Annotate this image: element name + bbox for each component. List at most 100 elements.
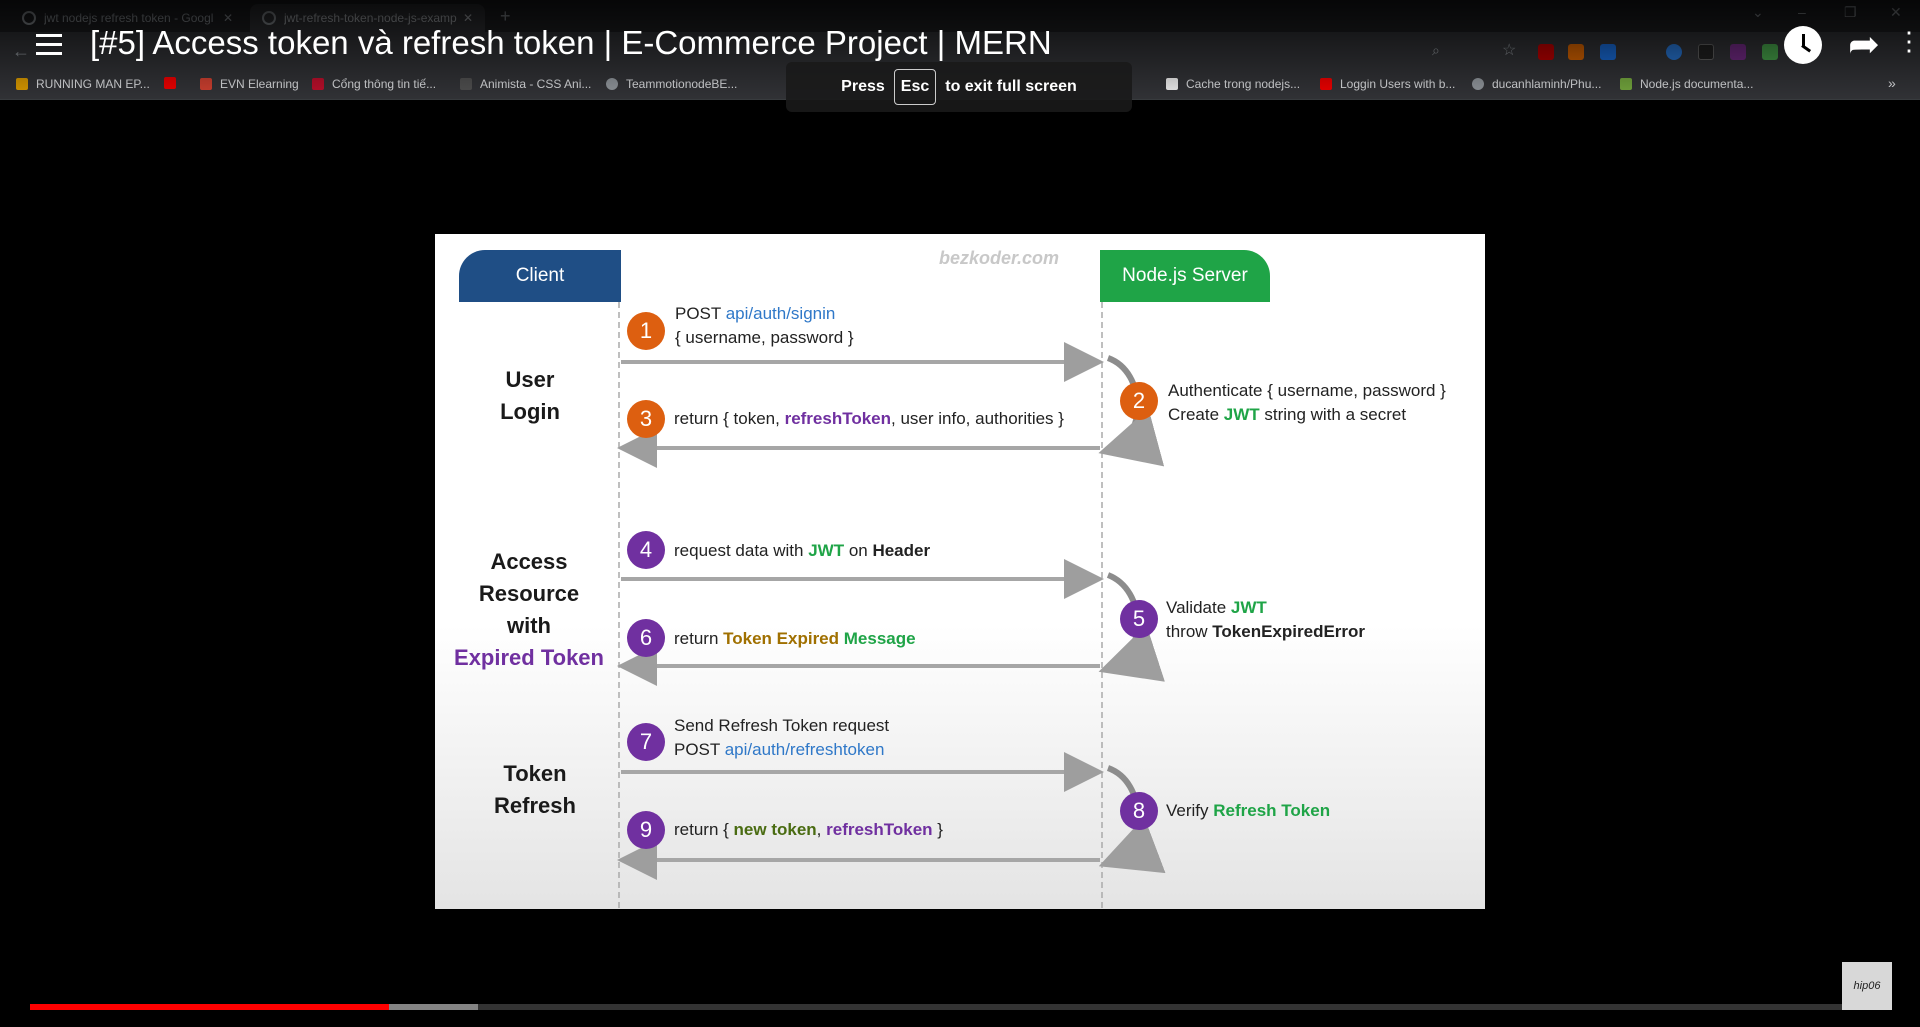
video-title[interactable]: [#5] Access token và refresh token | E-C… xyxy=(90,24,1052,61)
tab-title: jwt nodejs refresh token - Googl xyxy=(44,11,214,25)
msg-text: request data with xyxy=(674,541,809,560)
step-badge: 4 xyxy=(627,531,665,569)
msg-text: throw xyxy=(1166,622,1213,641)
phase-label: Resource xyxy=(478,581,580,606)
extension-icon[interactable] xyxy=(1568,44,1584,60)
bookmark-icon xyxy=(1620,78,1632,90)
step-badge: 8 xyxy=(1120,792,1158,830)
extension-icon[interactable] xyxy=(1600,44,1616,60)
phase-label: User xyxy=(505,367,555,392)
progress-played[interactable] xyxy=(30,1004,389,1010)
extension-icon[interactable] xyxy=(1762,44,1778,60)
esc-key: Esc xyxy=(893,69,937,105)
msg-text: Authenticate { username, password } xyxy=(1168,381,1446,400)
bookmark-item[interactable]: Loggin Users with b... xyxy=(1320,77,1455,91)
channel-watermark-logo[interactable]: hip06 xyxy=(1842,962,1892,1010)
tab-title: jwt-refresh-token-node-js-examp xyxy=(284,11,457,25)
bookmark-item[interactable]: Cổng thông tin tiế... xyxy=(312,77,436,91)
more-options-icon[interactable]: ⋮ xyxy=(1896,26,1920,56)
message-return-new-token: return { new token, refreshToken } xyxy=(674,818,943,842)
bookmark-item[interactable]: ducanhlaminh/Phu... xyxy=(1472,77,1601,91)
msg-text: { username, password } xyxy=(675,328,854,347)
step-badge: 2 xyxy=(1120,382,1158,420)
message-refresh-request: Send Refresh Token request POST api/auth… xyxy=(674,714,889,762)
phase-token-refresh: Token Refresh xyxy=(475,758,595,822)
bookmark-icon xyxy=(16,78,28,90)
tab-search-icon[interactable]: ⌄ xyxy=(1752,4,1764,20)
github-icon xyxy=(1472,78,1484,90)
message-signin: POST api/auth/signin { username, passwor… xyxy=(675,302,854,350)
bookmark-item[interactable]: RUNNING MAN EP... xyxy=(16,77,150,91)
video-frame-slide[interactable]: Client Node.js Server bezkoder.com User … xyxy=(435,234,1485,909)
back-icon[interactable]: ← xyxy=(12,41,30,61)
msg-keyword: Message xyxy=(843,629,916,648)
close-icon[interactable]: ✕ xyxy=(222,11,233,25)
phase-label: Token xyxy=(503,761,567,786)
bookmark-icon xyxy=(1166,78,1178,90)
msg-text: , xyxy=(816,820,827,839)
msg-text: Verify xyxy=(1166,801,1214,820)
extension-icon[interactable] xyxy=(1666,44,1682,60)
zoom-icon[interactable]: ⌕ xyxy=(1432,42,1440,58)
toast-rest: to exit full screen xyxy=(945,78,1077,95)
message-return-tokens: return { token, refreshToken, user info,… xyxy=(674,407,1064,431)
youtube-icon xyxy=(1320,78,1332,90)
msg-endpoint: api/auth/refreshtoken xyxy=(724,740,885,759)
msg-text: , user info, authorities } xyxy=(891,409,1064,428)
message-token-expired: return Token Expired Message xyxy=(674,627,916,651)
msg-keyword: TokenExpiredError xyxy=(1212,622,1366,641)
bookmark-item[interactable]: Node.js documenta... xyxy=(1620,77,1753,91)
msg-keyword: refreshToken xyxy=(826,820,933,839)
msg-keyword: Header xyxy=(872,541,931,560)
msg-text: Validate xyxy=(1166,598,1231,617)
msg-endpoint: api/auth/signin xyxy=(725,304,836,323)
restore-icon[interactable]: ❐ xyxy=(1844,4,1857,20)
bookmark-item[interactable]: Cache trong nodejs... xyxy=(1166,77,1300,91)
msg-text: Create xyxy=(1168,405,1224,424)
bookmark-item[interactable]: Animista - CSS Ani... xyxy=(460,77,591,91)
step-badge: 5 xyxy=(1120,600,1158,638)
msg-keyword: Token Expired xyxy=(723,629,844,648)
close-icon[interactable]: ✕ xyxy=(462,11,473,25)
bookmark-item[interactable]: EVN Elearning xyxy=(200,77,299,91)
adblock-icon[interactable] xyxy=(1538,44,1554,60)
google-icon xyxy=(22,11,36,25)
msg-text: string with a secret xyxy=(1259,405,1407,424)
step-badge: 9 xyxy=(627,811,665,849)
phase-access-resource: Access Resource with Expired Token xyxy=(449,546,609,674)
bookmark-icon xyxy=(312,78,324,90)
phase-user-login: User Login xyxy=(475,364,585,428)
step-badge: 7 xyxy=(627,723,665,761)
close-window-icon[interactable]: ✕ xyxy=(1890,4,1902,20)
msg-text: return { token, xyxy=(674,409,785,428)
step-badge: 1 xyxy=(627,312,665,350)
playlist-icon[interactable] xyxy=(36,34,64,60)
msg-keyword: JWT xyxy=(1230,598,1267,617)
bookmark-star-icon[interactable]: ☆ xyxy=(1502,42,1517,59)
share-icon[interactable]: ➦ xyxy=(1848,24,1880,66)
bookmark-item[interactable]: TeammotionodeBE... xyxy=(606,77,737,91)
msg-text: POST xyxy=(675,304,726,323)
fullscreen-exit-toast: Press Esc to exit full screen xyxy=(786,62,1132,112)
extension-icon[interactable] xyxy=(1698,44,1714,60)
extension-icon[interactable] xyxy=(1730,44,1746,60)
bookmark-icon xyxy=(200,78,212,90)
watch-later-icon[interactable] xyxy=(1784,26,1822,64)
progress-bar[interactable] xyxy=(30,1004,1890,1010)
watermark: bezkoder.com xyxy=(939,248,1060,268)
phase-label: Login xyxy=(500,399,560,424)
toast-press: Press xyxy=(841,78,885,95)
msg-text: POST xyxy=(674,740,725,759)
more-bookmarks-button[interactable]: » xyxy=(1888,75,1896,91)
message-verify: Verify Refresh Token xyxy=(1166,799,1330,823)
github-icon xyxy=(606,78,618,90)
bookmark-icon xyxy=(460,78,472,90)
msg-text: } xyxy=(932,820,943,839)
phase-label: Expired Token xyxy=(454,645,604,670)
minimize-icon[interactable]: – xyxy=(1798,4,1806,20)
msg-keyword: JWT xyxy=(1223,405,1260,424)
bookmark-item[interactable] xyxy=(164,77,184,89)
step-badge: 6 xyxy=(627,619,665,657)
message-validate: Validate JWT throw TokenExpiredError xyxy=(1166,596,1365,644)
phase-label: Refresh xyxy=(494,793,576,818)
